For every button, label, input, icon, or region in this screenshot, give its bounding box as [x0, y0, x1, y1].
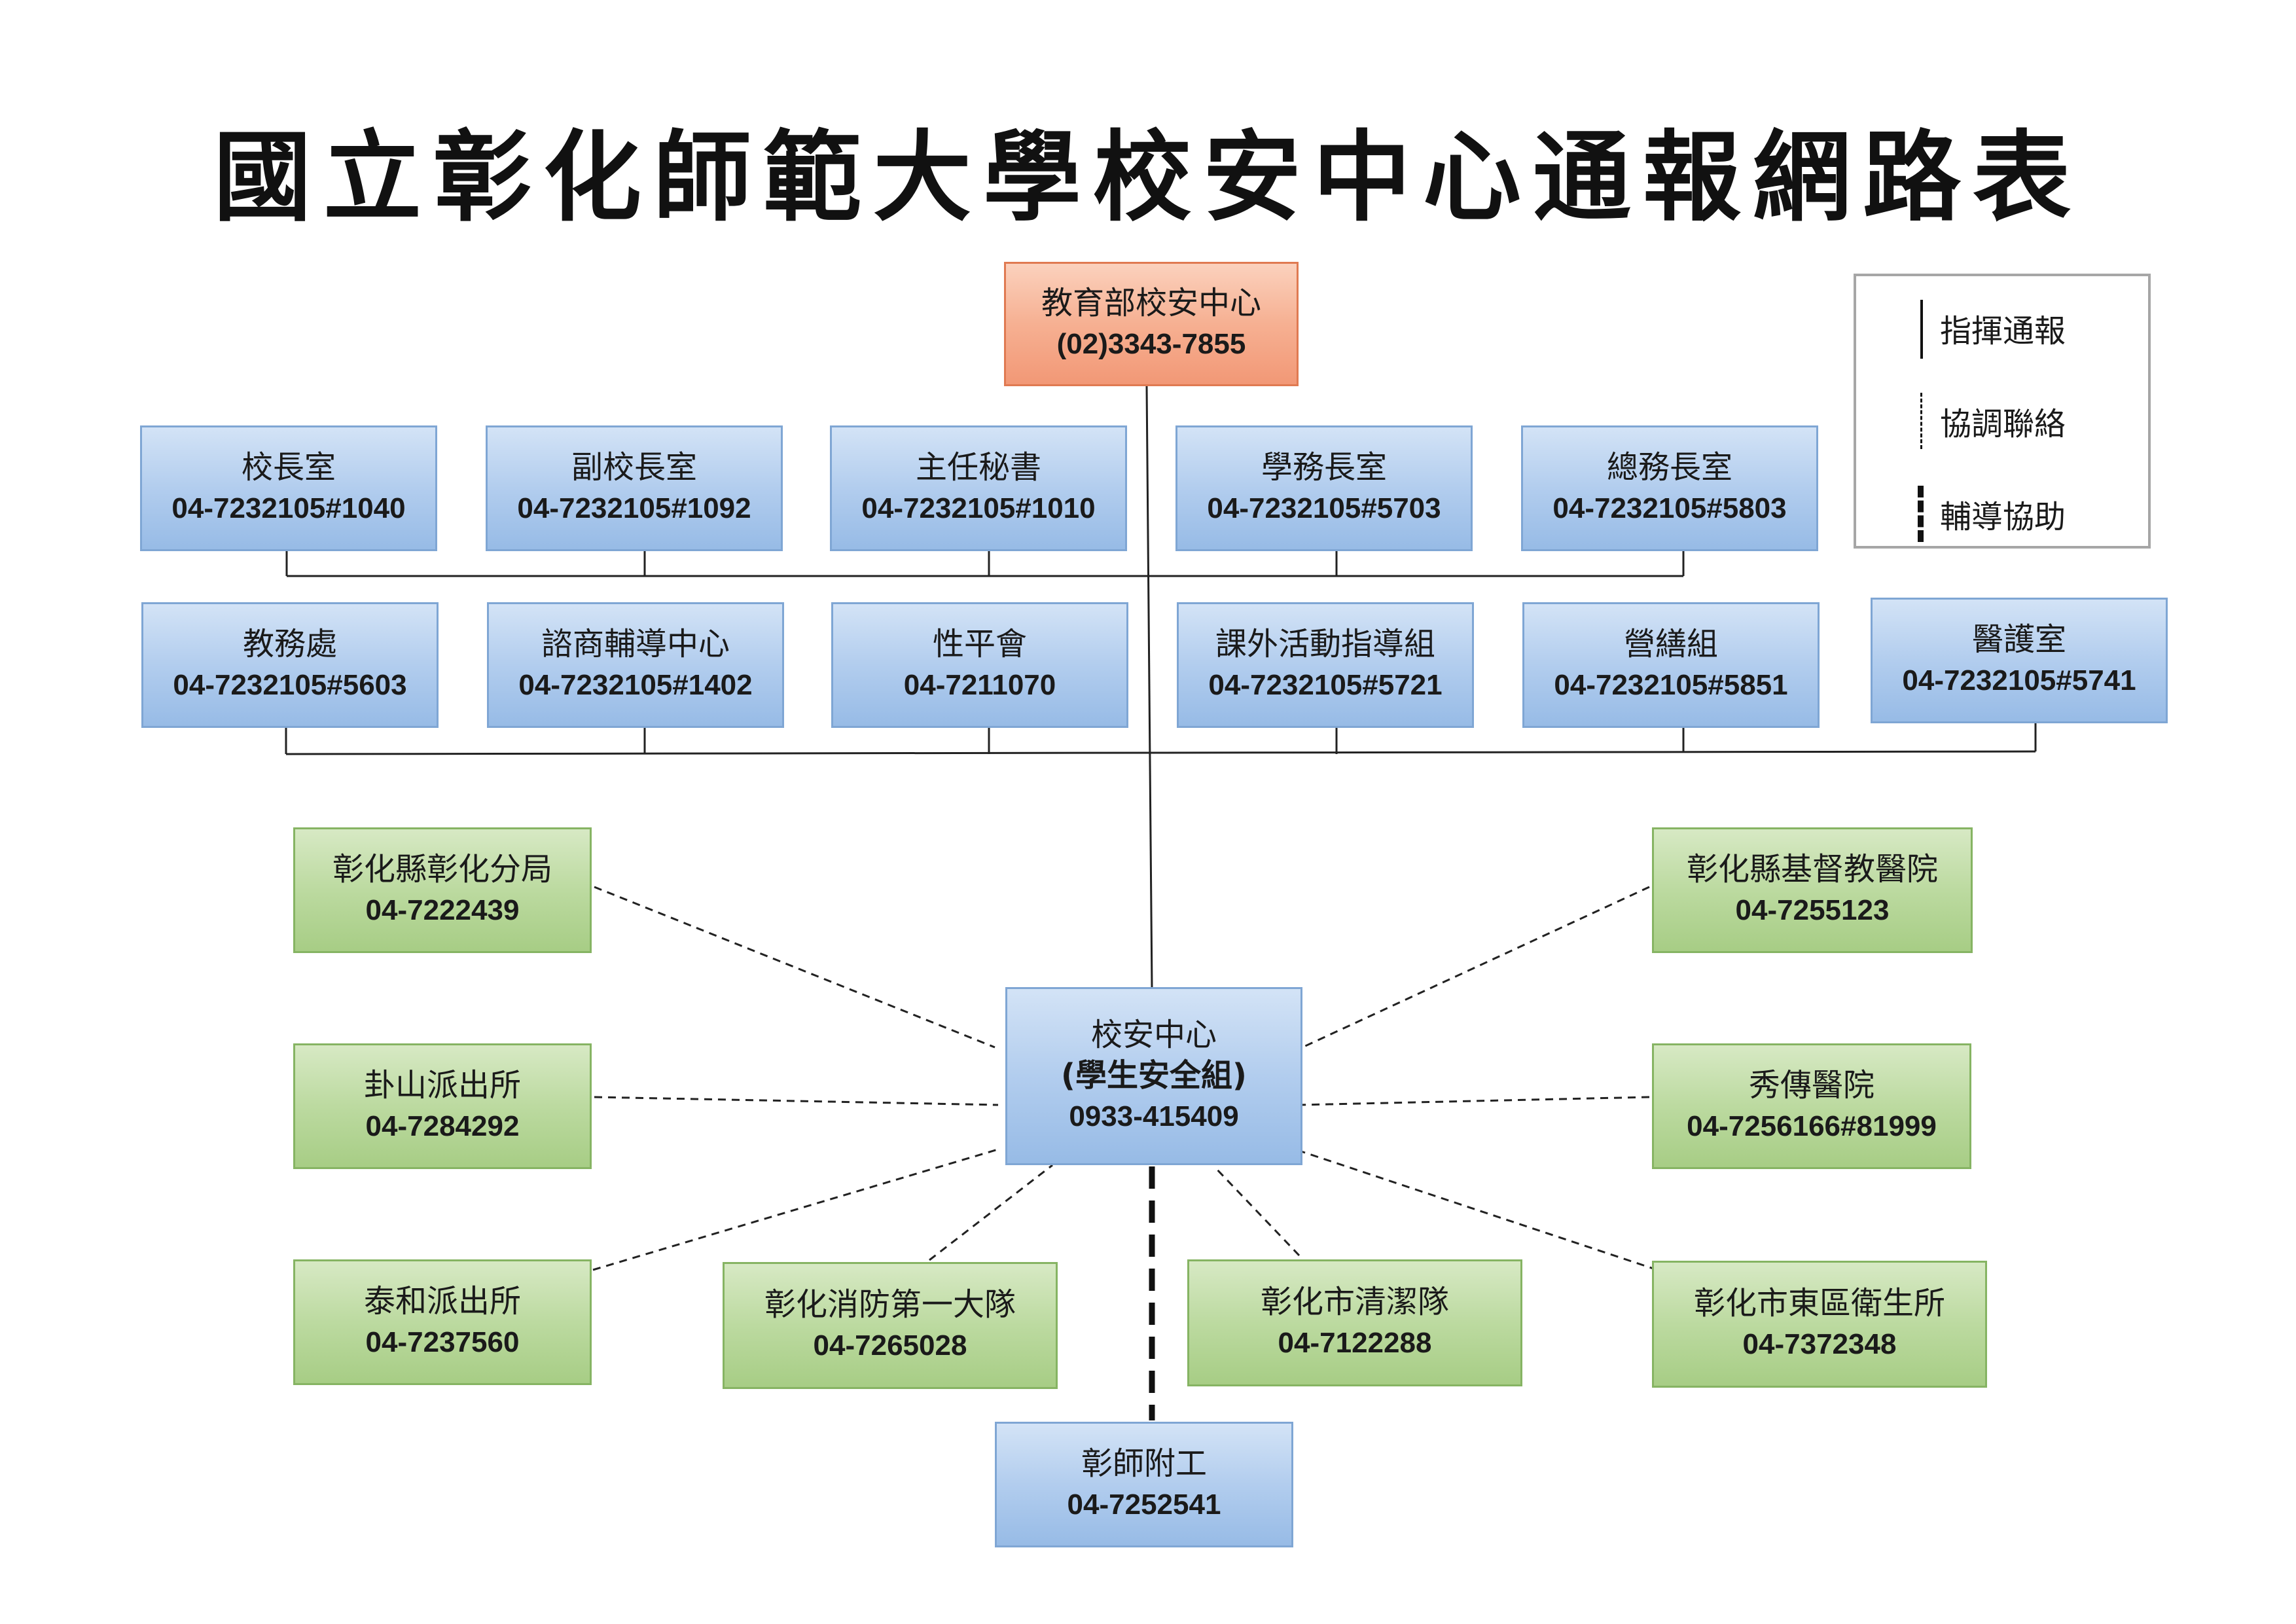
node-name: 副校長室 — [571, 449, 697, 486]
node-name: 諮商輔導中心 — [541, 626, 730, 662]
legend: 指揮通報 協調聯絡 輔導協助 — [1854, 274, 2151, 549]
coordination-lines — [592, 886, 1658, 1271]
affiliated-vocational-school-box: 彰師附工 04-7252541 — [995, 1422, 1293, 1547]
node-phone: 04-7255123 — [1735, 894, 1890, 926]
chief-secretary-box: 主任秘書 04-7232105#1010 — [830, 425, 1127, 551]
legend-item-command: 指揮通報 — [1856, 300, 2148, 359]
extracurricular-activities-box: 課外活動指導組 04-7232105#5721 — [1177, 602, 1474, 728]
academic-affairs-box: 教務處 04-7232105#5603 — [141, 602, 439, 728]
taihe-police-station-box: 泰和派出所 04-7237560 — [293, 1259, 592, 1385]
node-name: 彰師附工 — [1081, 1445, 1207, 1482]
cleaning-team-box: 彰化市清潔隊 04-7122288 — [1187, 1259, 1522, 1386]
node-name: 教育部校安中心 — [1041, 285, 1261, 321]
node-phone: 04-7211070 — [903, 669, 1056, 701]
node-name: 學務長室 — [1261, 449, 1387, 486]
node-phone: 04-7256166#81999 — [1687, 1110, 1937, 1142]
legend-item-coordinate: 協調聯絡 — [1856, 393, 2148, 452]
show-chwan-hospital-box: 秀傳醫院 04-7256166#81999 — [1652, 1043, 1971, 1169]
page-title: 國立彰化師範大學校安中心通報網路表 — [213, 120, 2083, 235]
node-name: 彰化縣彰化分局 — [332, 851, 552, 888]
moe-security-center-box: 教育部校安中心 (02)3343-7855 — [1004, 262, 1299, 386]
link-police-bureau — [594, 886, 996, 1049]
principal-office-box: 校長室 04-7232105#1040 — [140, 425, 437, 551]
node-name: 彰化縣基督教醫院 — [1686, 851, 1938, 888]
node-phone: 04-7232105#5803 — [1552, 492, 1787, 524]
counseling-center-box: 諮商輔導中心 04-7232105#1402 — [487, 602, 784, 728]
christian-hospital-box: 彰化縣基督教醫院 04-7255123 — [1652, 827, 1973, 953]
node-name: 彰化消防第一大隊 — [764, 1286, 1016, 1323]
changhua-police-bureau-box: 彰化縣彰化分局 04-7222439 — [293, 827, 592, 953]
node-name: 總務長室 — [1606, 449, 1732, 486]
node-name: 營繕組 — [1623, 626, 1718, 662]
legend-label: 協調聯絡 — [1940, 406, 2066, 442]
node-phone: 04-7232105#1040 — [171, 492, 406, 524]
vice-principal-office-box: 副校長室 04-7232105#1092 — [486, 425, 783, 551]
node-name: 校安中心 — [1090, 1017, 1217, 1053]
legend-label: 指揮通報 — [1940, 313, 2066, 350]
node-phone: 0933-415409 — [1069, 1100, 1239, 1132]
node-phone: 04-7122288 — [1278, 1327, 1432, 1359]
gender-equity-committee-box: 性平會 04-7211070 — [831, 602, 1128, 728]
node-phone: 04-7232105#5603 — [173, 669, 407, 701]
node-phone: 04-7222439 — [365, 894, 520, 926]
construction-section-box: 營繕組 04-7232105#5851 — [1522, 602, 1820, 728]
node-name: 性平會 — [932, 626, 1027, 662]
thick-dashed-line-icon — [1918, 486, 1924, 542]
east-district-health-station-box: 彰化市東區衛生所 04-7372348 — [1652, 1261, 1987, 1388]
command-lines — [285, 386, 2037, 989]
solid-line-icon — [1920, 300, 1923, 359]
node-name: 校長室 — [241, 449, 336, 486]
link-taihe — [592, 1147, 1001, 1271]
node-name: 彰化市清潔隊 — [1260, 1284, 1449, 1320]
node-phone: 04-7232105#5721 — [1208, 669, 1443, 701]
node-name: 主任秘書 — [915, 449, 1041, 486]
node-phone: (02)3343-7855 — [1056, 328, 1246, 360]
link-show-chwan — [1299, 1096, 1650, 1106]
node-name: 醫護室 — [1971, 621, 2066, 658]
node-phone: 04-7232105#1010 — [861, 492, 1096, 524]
node-phone: 04-7232105#1402 — [518, 669, 753, 701]
link-fire — [929, 1164, 1053, 1261]
link-christian-hospital — [1302, 886, 1650, 1049]
legend-item-assist: 輔導協助 — [1856, 486, 2148, 545]
row2-bus — [285, 750, 2036, 755]
trunk-line — [1145, 386, 1153, 989]
node-name: 課外活動指導組 — [1215, 626, 1435, 662]
node-phone: 04-7265028 — [813, 1329, 967, 1362]
node-phone: 04-7232105#5741 — [1902, 664, 2136, 696]
node-phone: 04-7284292 — [365, 1110, 520, 1142]
node-phone: 04-7232105#5703 — [1207, 492, 1441, 524]
dashed-line-icon — [1920, 393, 1922, 449]
legend-label: 輔導協助 — [1940, 499, 2066, 535]
health-center-box: 醫護室 04-7232105#5741 — [1871, 598, 2168, 723]
node-phone: 04-7232105#1092 — [517, 492, 751, 524]
node-phone: 04-7372348 — [1742, 1328, 1897, 1360]
node-subname: (學生安全組) — [1061, 1057, 1247, 1094]
node-phone: 04-7237560 — [365, 1326, 520, 1358]
link-guashan — [594, 1096, 999, 1106]
node-phone: 04-7232105#5851 — [1554, 669, 1788, 701]
guashan-police-station-box: 卦山派出所 04-7284292 — [293, 1043, 592, 1169]
student-affairs-dean-box: 學務長室 04-7232105#5703 — [1175, 425, 1473, 551]
node-name: 秀傳醫院 — [1748, 1067, 1874, 1104]
fire-brigade-box: 彰化消防第一大隊 04-7265028 — [723, 1262, 1058, 1389]
node-name: 彰化市東區衛生所 — [1693, 1285, 1945, 1322]
node-name: 泰和派出所 — [363, 1283, 521, 1320]
node-phone: 04-7252541 — [1067, 1489, 1221, 1521]
link-cleaning — [1213, 1165, 1300, 1257]
node-name: 卦山派出所 — [363, 1067, 521, 1104]
link-east-health — [1299, 1149, 1658, 1271]
general-affairs-dean-box: 總務長室 04-7232105#5803 — [1521, 425, 1818, 551]
node-name: 教務處 — [242, 626, 337, 662]
campus-security-center-box: 校安中心 (學生安全組) 0933-415409 — [1005, 987, 1302, 1165]
